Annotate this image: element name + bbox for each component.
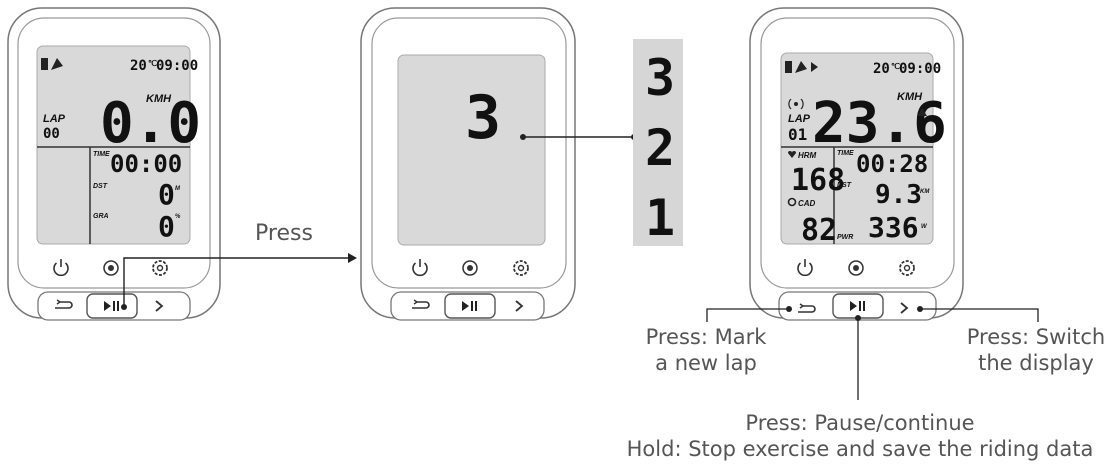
device-3-cad-label: CAD bbox=[798, 199, 816, 208]
cadence-icon bbox=[787, 197, 797, 207]
switch-caption-line2: the display bbox=[978, 351, 1094, 375]
device-3-clock: 09:00 bbox=[899, 61, 941, 77]
power-icon[interactable] bbox=[53, 259, 69, 277]
device-1: 20 ℃ 09:00 KMH 0.0 LAP 00 TIME 00:00 DST… bbox=[7, 7, 221, 321]
device-3-screen bbox=[780, 52, 934, 245]
arrow-head-icon bbox=[348, 253, 357, 263]
switch-caption-line1: Press: Switch bbox=[967, 325, 1105, 349]
device-2-screen bbox=[397, 54, 546, 246]
device-3-cad-value: 82 bbox=[801, 213, 837, 248]
pause-caption-line2: Hold: Stop exercise and save the riding … bbox=[627, 437, 1094, 461]
device-1-speed-unit: KMH bbox=[146, 93, 172, 105]
device-1-lap-value: 00 bbox=[43, 126, 60, 142]
settings-icon[interactable] bbox=[152, 260, 168, 276]
play-pause-icon bbox=[462, 301, 477, 311]
record-icon[interactable] bbox=[462, 260, 478, 276]
device-1-temp: 20 bbox=[130, 58, 147, 74]
device-2: 3 bbox=[360, 7, 576, 321]
device-1-speed: 0.0 bbox=[100, 91, 201, 156]
device-3-speed: 23.6 bbox=[812, 91, 947, 156]
countdown-digit-1: 1 bbox=[645, 189, 675, 247]
device-3-lap-label: LAP bbox=[788, 113, 811, 125]
battery-icon bbox=[41, 58, 48, 70]
countdown-strip-bg bbox=[633, 39, 683, 246]
device-2-play-button[interactable] bbox=[444, 293, 496, 319]
lap-icon[interactable] bbox=[798, 303, 816, 313]
settings-icon[interactable] bbox=[513, 260, 529, 276]
trend-up-icon bbox=[917, 108, 927, 116]
device-3-dst-unit: KM bbox=[920, 189, 930, 195]
device-3-pwr-label: PWR bbox=[837, 234, 853, 241]
device-1-gra-value: 0 bbox=[158, 210, 175, 243]
recording-icon bbox=[811, 62, 818, 72]
device-1-dst-unit: M bbox=[175, 186, 181, 192]
device-1-gra-label: GRA bbox=[93, 213, 109, 220]
countdown-strip: 3 2 1 bbox=[633, 39, 683, 247]
lap-icon[interactable] bbox=[412, 299, 430, 309]
device-1-screen bbox=[36, 45, 191, 245]
record-icon[interactable] bbox=[103, 260, 119, 276]
device-1-time-label: TIME bbox=[93, 151, 110, 158]
device-1-clock: 09:00 bbox=[156, 58, 198, 74]
device-3-pwr-value: 336 bbox=[868, 211, 919, 244]
device-3-lap-value: 01 bbox=[788, 125, 807, 144]
device-3-temp: 20 bbox=[873, 61, 890, 77]
next-icon[interactable] bbox=[900, 302, 909, 314]
switch-callout-line bbox=[920, 308, 1039, 322]
device-3-hrm-value: 168 bbox=[791, 163, 845, 198]
device-1-dst-value: 0 bbox=[158, 178, 175, 211]
countdown-digit-2: 2 bbox=[645, 119, 675, 177]
settings-icon[interactable] bbox=[899, 260, 915, 276]
device-3-dst-label: DST bbox=[837, 182, 852, 189]
device-1-time-value: 00:00 bbox=[110, 150, 182, 178]
pause-caption-line1: Press: Pause/continue bbox=[745, 411, 974, 435]
device-3-dst-value: 9.3 bbox=[875, 180, 922, 210]
battery-icon bbox=[785, 61, 792, 73]
device-1-gra-unit: % bbox=[175, 214, 181, 220]
countdown-digit-3: 3 bbox=[645, 49, 675, 107]
power-icon[interactable] bbox=[797, 259, 813, 277]
device-3-speed-unit: KMH bbox=[897, 91, 923, 103]
device-3-hrm-label: HRM bbox=[798, 151, 817, 160]
device-2-countdown: 3 bbox=[465, 83, 501, 153]
play-pause-icon bbox=[850, 301, 865, 311]
device-1-dst-label: DST bbox=[93, 183, 108, 190]
device-1-play-button[interactable] bbox=[86, 293, 138, 319]
press-label: Press bbox=[255, 221, 313, 246]
device-3-temp-unit: ℃ bbox=[891, 62, 900, 71]
power-icon[interactable] bbox=[412, 259, 428, 277]
next-icon[interactable] bbox=[515, 300, 524, 312]
press-arrow bbox=[123, 257, 348, 307]
heart-icon bbox=[788, 151, 796, 158]
gps-icon bbox=[51, 58, 63, 70]
lap-caption-line1: Press: Mark bbox=[646, 325, 768, 349]
lap-icon[interactable] bbox=[55, 299, 73, 309]
record-icon[interactable] bbox=[848, 260, 864, 276]
device-3-pwr-unit: W bbox=[921, 224, 928, 230]
lap-callout-line bbox=[706, 308, 789, 322]
play-pause-icon bbox=[104, 301, 119, 311]
device-3-time-label: TIME bbox=[837, 150, 854, 157]
gps-icon bbox=[795, 61, 807, 73]
device-3-play-button[interactable] bbox=[832, 293, 884, 319]
device-1-lap-label: LAP bbox=[43, 113, 66, 125]
next-icon[interactable] bbox=[155, 300, 164, 312]
lap-caption-line2: a new lap bbox=[655, 351, 757, 375]
device-3-time-value: 00:28 bbox=[856, 150, 928, 178]
device-3: 20 ℃ 09:00 LAP 01 KMH 23.6 HRM 168 CAD 8… bbox=[749, 7, 964, 321]
sensor-icon bbox=[788, 98, 804, 110]
device-1-temp-unit: ℃ bbox=[148, 59, 157, 68]
